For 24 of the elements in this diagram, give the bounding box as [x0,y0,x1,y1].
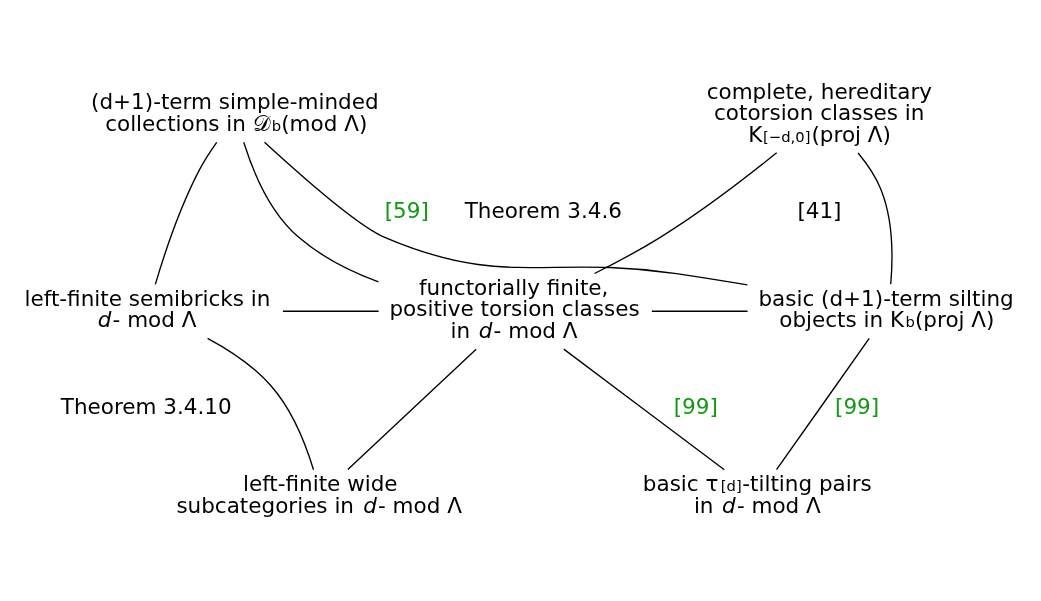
edge-label: [59] [384,198,429,224]
connector [282,310,380,312]
node-text: left-finite wide subcategories in d- mod Λ [176,471,462,518]
node-text: basic τ[d]-tilting pairs in d- mod Λ [642,471,872,518]
connector [206,337,315,471]
connector [651,310,749,312]
edge-label: [99] [835,394,880,420]
connector [593,152,778,275]
connector [243,141,380,283]
connector [154,141,218,285]
node-text: functorially finite, positive torsion classes in d- mod Λ [389,274,640,343]
connector [775,337,870,471]
label: [41] [797,198,842,224]
connector [857,152,893,285]
node-text: left-finite semibricks in d- mod Λ [24,285,271,333]
connector [563,348,725,471]
node-text: complete, hereditary cotorsion classes in K[−d,0](proj Λ) [706,78,932,147]
node-text: basic (d+1)-term silting objects in Kb(proj Λ) [758,285,1014,333]
label: Theorem 3.4.6 [464,198,622,224]
label: Theorem 3.4.10 [60,394,232,420]
node-text: (d+1)-term simple-minded collections in 𝒟b(mod Λ) [91,89,379,136]
connector [263,141,749,286]
edge-label: [99] [673,394,718,420]
connector [347,348,477,471]
